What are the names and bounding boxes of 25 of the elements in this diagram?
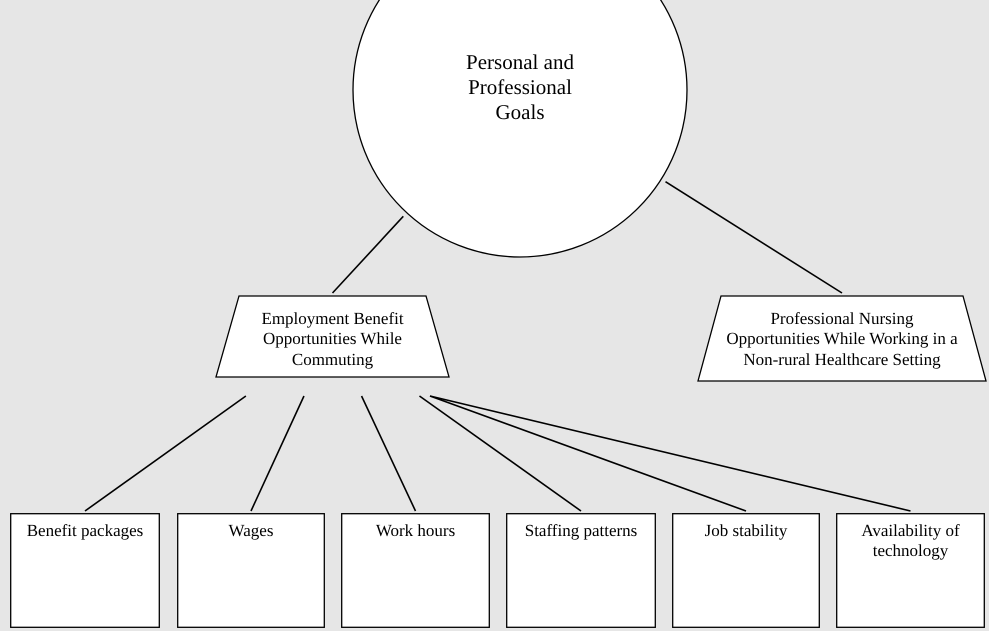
node-label: Benefit packages bbox=[26, 521, 144, 542]
connector-line bbox=[250, 396, 305, 512]
node-label: Employment Benefit Opportunities While Commuting bbox=[260, 309, 405, 370]
node-label: Availability of technology bbox=[860, 521, 961, 562]
category-trapezoid bbox=[215, 295, 450, 378]
node-label: Personal and Professional Goals bbox=[465, 50, 575, 126]
node-label: Wages bbox=[228, 521, 274, 542]
factor-box bbox=[10, 513, 160, 628]
connector-line bbox=[430, 395, 746, 512]
connector-line bbox=[419, 395, 582, 512]
connector-line bbox=[665, 181, 842, 294]
connector-line bbox=[360, 396, 416, 512]
factor-box bbox=[341, 513, 490, 628]
factor-box bbox=[506, 513, 656, 628]
node-label: Staffing patterns bbox=[524, 521, 638, 542]
connector-line bbox=[430, 395, 911, 512]
node-label: Job stability bbox=[704, 521, 788, 542]
connector-line bbox=[332, 216, 404, 294]
factor-box bbox=[672, 513, 820, 628]
node-label: Professional Nursing Opportunities While Working in a Non-rural Healthcare Setting bbox=[725, 309, 959, 370]
connector-line bbox=[84, 395, 246, 512]
node-label: Work hours bbox=[376, 521, 456, 542]
factor-box bbox=[836, 513, 985, 628]
factor-box bbox=[177, 513, 325, 628]
category-trapezoid bbox=[697, 295, 987, 382]
